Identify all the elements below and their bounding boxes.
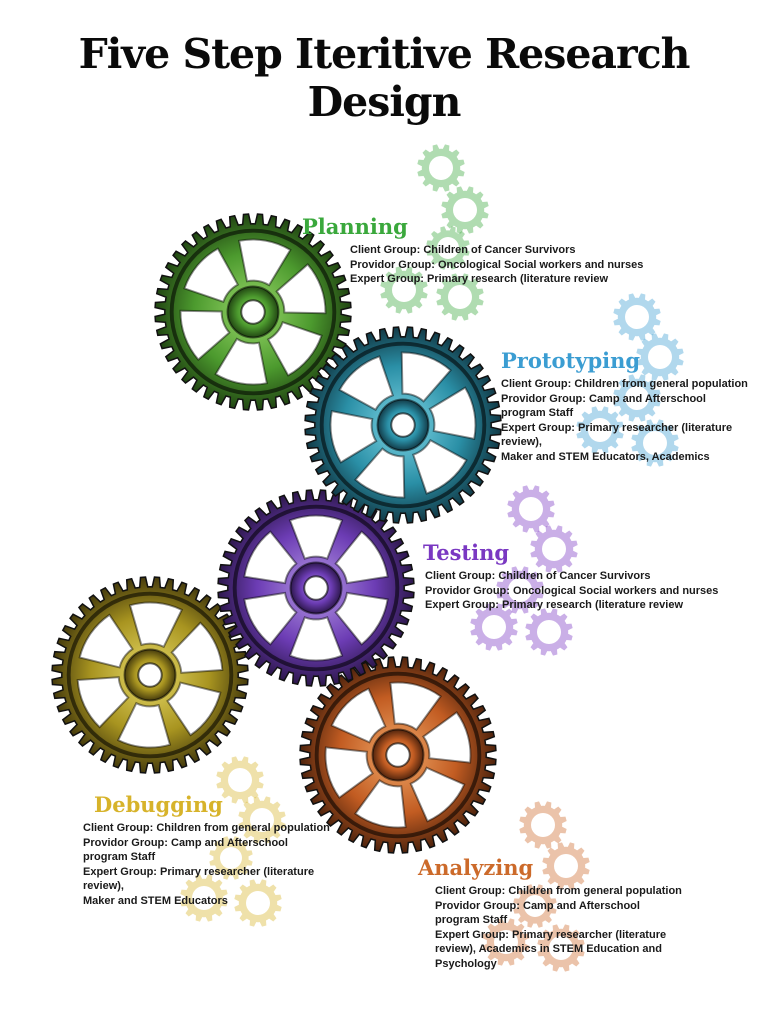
detail-line: program Staff <box>435 914 508 927</box>
step-testing-details: Client Group: Children of Cancer Survivo… <box>425 569 718 613</box>
detail-line: Maker and STEM Educators, Academics <box>501 450 710 463</box>
small-gear-icon <box>537 924 585 972</box>
detail-line: Providor Group: Oncological Social worke… <box>425 584 719 597</box>
detail-line: Expert Group: Primary research (literatu… <box>350 273 608 286</box>
gear-planning <box>154 213 352 411</box>
small-gear-icon <box>613 374 661 422</box>
step-debugging-title: Debugging <box>94 792 223 817</box>
detail-line: review), <box>83 880 124 893</box>
small-gear-icon <box>525 608 573 656</box>
small-gear-icon <box>426 226 470 270</box>
step-prototyping: Prototyping Client Group: Children from … <box>501 348 748 465</box>
diagram-title: Five Step Iteritive Research Design <box>78 30 691 126</box>
small-gear-icon <box>636 333 684 381</box>
gear-debugging <box>51 576 249 774</box>
detail-line: Client Group: Children of Cancer Survivo… <box>350 244 576 256</box>
step-planning: Planning Client Group: Children of Cance… <box>302 214 643 287</box>
small-gear-icon <box>507 485 555 533</box>
detail-line: Client Group: Children from general popu… <box>501 378 748 390</box>
small-gear-icon <box>417 144 465 192</box>
small-gear-icon <box>530 525 578 573</box>
detail-line: Expert Group: Primary research (literatu… <box>425 599 683 612</box>
main-gears <box>51 213 502 854</box>
detail-line: Providor Group: Camp and Afterschool <box>83 836 288 849</box>
detail-line: Providor Group: Camp and Afterschool <box>501 392 706 405</box>
step-planning-details: Client Group: Children of Cancer Survivo… <box>350 243 643 287</box>
small-gear-icon <box>380 266 428 314</box>
small-gear-icon <box>441 186 489 234</box>
step-testing-title: Testing <box>423 540 510 565</box>
detail-line: Providor Group: Oncological Social worke… <box>350 258 644 271</box>
detail-line: review), <box>501 436 542 449</box>
small-gear-icon <box>519 801 567 849</box>
small-gear-icon <box>542 842 590 890</box>
decorative-small-gears <box>180 144 684 972</box>
step-testing: Testing Client Group: Children of Cancer… <box>423 540 718 613</box>
step-prototyping-title: Prototyping <box>501 348 641 373</box>
detail-line: program Staff <box>501 407 574 420</box>
small-gear-icon <box>482 918 530 966</box>
detail-line: Expert Group: Primary researcher (litera… <box>83 865 315 878</box>
step-prototyping-details: Client Group: Children from general popu… <box>501 377 748 465</box>
small-gear-icon <box>436 273 484 321</box>
step-analyzing-title: Analyzing <box>418 855 534 880</box>
detail-line: Expert Group: Primary researcher (litera… <box>501 421 733 434</box>
small-gear-icon <box>234 879 282 927</box>
detail-line: Client Group: Children from general popu… <box>83 822 330 834</box>
detail-line: Psychology <box>435 957 497 970</box>
small-gear-icon <box>576 406 624 454</box>
detail-line: program Staff <box>83 851 156 864</box>
small-gear-icon <box>613 293 661 341</box>
detail-line: Client Group: Children from general popu… <box>435 885 682 897</box>
step-planning-title: Planning <box>302 214 408 239</box>
step-analyzing: Analyzing Client Group: Children from ge… <box>418 855 682 972</box>
detail-line: Providor Group: Camp and Afterschool <box>435 899 640 912</box>
step-debugging-details: Client Group: Children from general popu… <box>83 821 330 909</box>
small-gear-icon <box>496 566 544 614</box>
small-gear-icon <box>238 796 286 844</box>
gear-testing <box>217 489 415 687</box>
gear-prototyping <box>304 326 502 524</box>
small-gear-icon <box>631 419 679 467</box>
step-debugging: Debugging Client Group: Children from ge… <box>83 792 330 909</box>
small-gear-icon <box>209 836 253 880</box>
detail-line: review), Academics in STEM Education and <box>435 943 662 956</box>
small-gear-icon <box>470 603 518 651</box>
small-gear-icon <box>216 756 264 804</box>
detail-line: Maker and STEM Educators <box>83 894 228 907</box>
detail-line: Expert Group: Primary researcher (litera… <box>435 928 667 941</box>
small-gear-icon <box>513 884 557 928</box>
step-analyzing-details: Client Group: Children from general popu… <box>435 884 682 972</box>
detail-line: Client Group: Children of Cancer Survivo… <box>425 570 651 582</box>
small-gear-icon <box>180 874 228 922</box>
gear-analyzing <box>299 656 497 854</box>
